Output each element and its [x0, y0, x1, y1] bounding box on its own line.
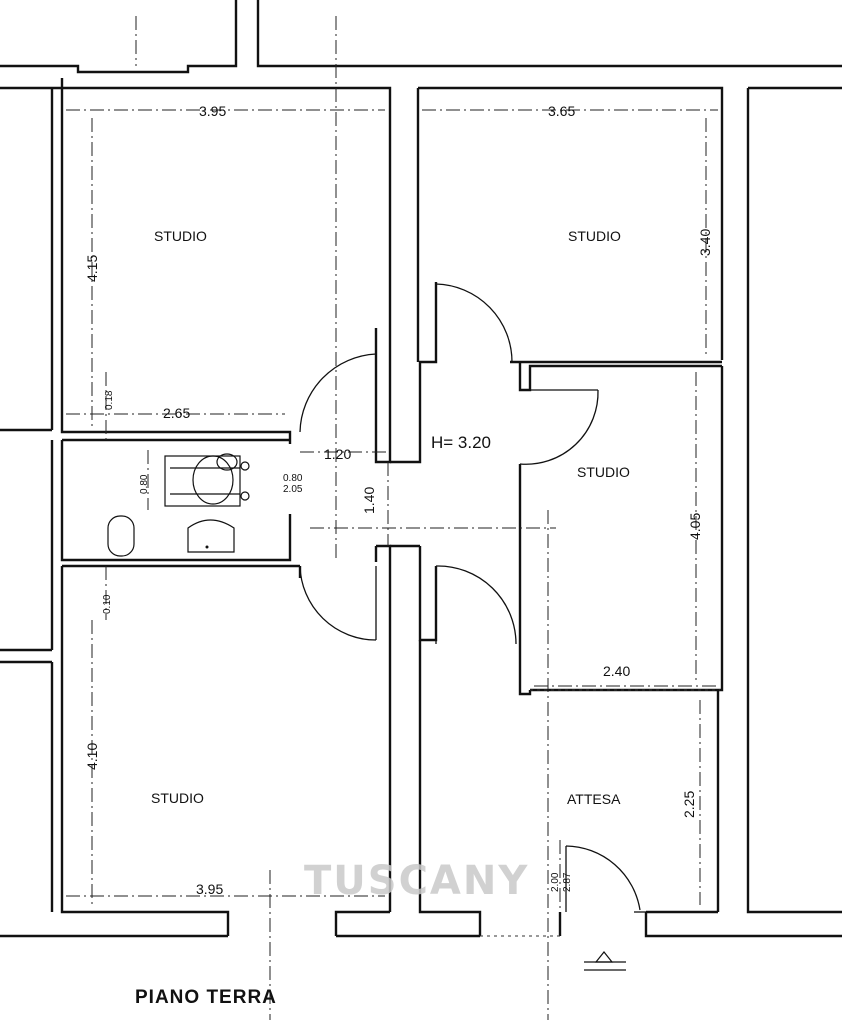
dim-bottom-left-width: 3.95 — [196, 881, 223, 897]
dim-entry-door-h: 2.87 — [562, 872, 573, 892]
dim-bath-wall: 0.18 — [104, 390, 115, 410]
room-label-attesa: ATTESA — [567, 791, 621, 807]
dim-door-bath-w: 0.80 — [283, 473, 303, 484]
room-label-studio-top-right: STUDIO — [568, 228, 621, 244]
plan-title: PIANO TERRA — [135, 987, 277, 1008]
dim-corridor-length: 1.40 — [361, 487, 377, 514]
room-label-studio-bottom-left: STUDIO — [151, 790, 204, 806]
room-studio-top-left — [60, 88, 292, 444]
entrance-arrow-icon — [594, 951, 614, 963]
exterior-walls — [0, 0, 842, 914]
door-studio-top-right — [435, 283, 513, 363]
watermark: TUSCANY — [304, 858, 529, 904]
ceiling-height-label: H= 3.20 — [431, 433, 491, 452]
dim-bath-depth: 0.80 — [139, 474, 150, 494]
dim-mid-right-height: 4.05 — [687, 513, 703, 540]
dimension-lines — [66, 16, 718, 1020]
room-label-studio-top-left: STUDIO — [154, 228, 207, 244]
dim-entry-door-w: 2.00 — [550, 872, 561, 892]
corridor-walls — [374, 88, 724, 912]
dim-top-left-height: 4.15 — [84, 255, 100, 282]
door-bottom-left-studio — [299, 565, 377, 641]
room-labels: STUDIO STUDIO STUDIO STUDIO ATTESA H= 3.… — [151, 228, 630, 807]
toilet-icon — [107, 515, 135, 557]
room-attesa — [418, 640, 842, 938]
dim-mid-right-width: 2.40 — [603, 663, 630, 679]
room-label-studio-mid-right: STUDIO — [577, 464, 630, 480]
door-top-left-studio — [299, 353, 377, 433]
dimension-labels: 3.95 3.65 4.15 3.40 2.65 0.18 1.20 1.40 … — [84, 103, 713, 897]
dim-lower-wall: 0.10 — [102, 594, 113, 614]
room-bathroom — [60, 440, 300, 568]
dim-bottom-left-height: 4.10 — [84, 743, 100, 770]
door-studio-mid — [519, 389, 599, 465]
dim-corridor-width: 1.20 — [324, 446, 351, 462]
door-attesa — [435, 565, 517, 645]
dim-top-right-height: 3.40 — [697, 229, 713, 256]
wheelchair-icon — [164, 453, 250, 507]
dim-top-left-width: 3.95 — [199, 103, 226, 119]
door-swings — [299, 283, 646, 913]
dim-attesa-height: 2.25 — [681, 791, 697, 818]
sink-icon — [187, 519, 235, 553]
door-entry — [565, 845, 641, 911]
dim-bath-width: 2.65 — [163, 405, 190, 421]
dim-top-right-width: 3.65 — [548, 103, 575, 119]
dim-door-bath-h: 2.05 — [283, 484, 303, 495]
